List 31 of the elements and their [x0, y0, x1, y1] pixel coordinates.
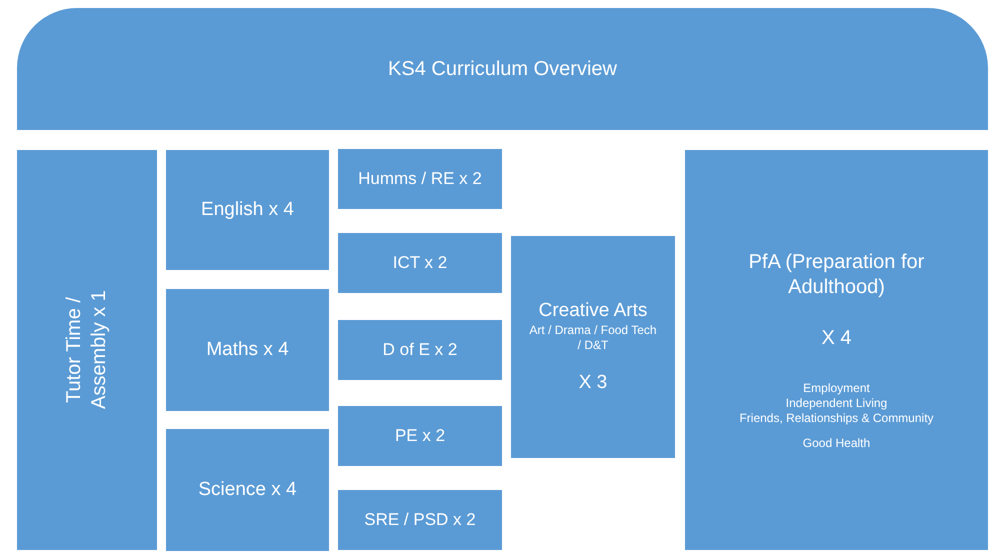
- subject-label: English x 4: [201, 198, 294, 222]
- subject-box: [338, 406, 502, 466]
- subject-label: SRE / PSD x 2: [364, 509, 476, 531]
- subject-label: Creative Arts: [538, 299, 648, 323]
- detail-text: Good Health: [802, 436, 870, 450]
- detail-text: Employment: [803, 380, 870, 396]
- detail-text: Friends, Relationships & Community: [739, 410, 934, 426]
- subject-box: [511, 236, 675, 458]
- subject-label: X 3: [578, 371, 608, 395]
- subject-label: X 4: [821, 326, 852, 350]
- title-banner: [17, 8, 988, 130]
- subject-label: Tutor Time / Assembly x 1: [62, 290, 111, 412]
- subject-box: [166, 150, 329, 270]
- subject-label: Humms / RE x 2: [358, 168, 482, 190]
- subject-label: PE x 2: [394, 425, 446, 447]
- subject-box: [338, 233, 502, 293]
- subject-box: [17, 150, 157, 550]
- subject-box: [166, 429, 329, 551]
- detail-text: Independent Living: [786, 396, 888, 410]
- subject-box: [166, 289, 329, 411]
- subject-box: [685, 150, 988, 550]
- subject-box: [338, 320, 502, 380]
- subject-label: KS4 Curriculum Overview: [388, 56, 617, 82]
- subject-box: [338, 149, 502, 209]
- detail-text: Art / Drama / Food Tech / D&T: [528, 323, 658, 353]
- subject-label: Science x 4: [198, 478, 297, 502]
- subject-label: Maths x 4: [206, 338, 289, 362]
- subject-label: D of E x 2: [382, 339, 458, 361]
- subject-label: ICT x 2: [392, 252, 448, 274]
- subject-box: [338, 490, 502, 550]
- subject-label: PfA (Preparation for Adulthood): [748, 250, 926, 300]
